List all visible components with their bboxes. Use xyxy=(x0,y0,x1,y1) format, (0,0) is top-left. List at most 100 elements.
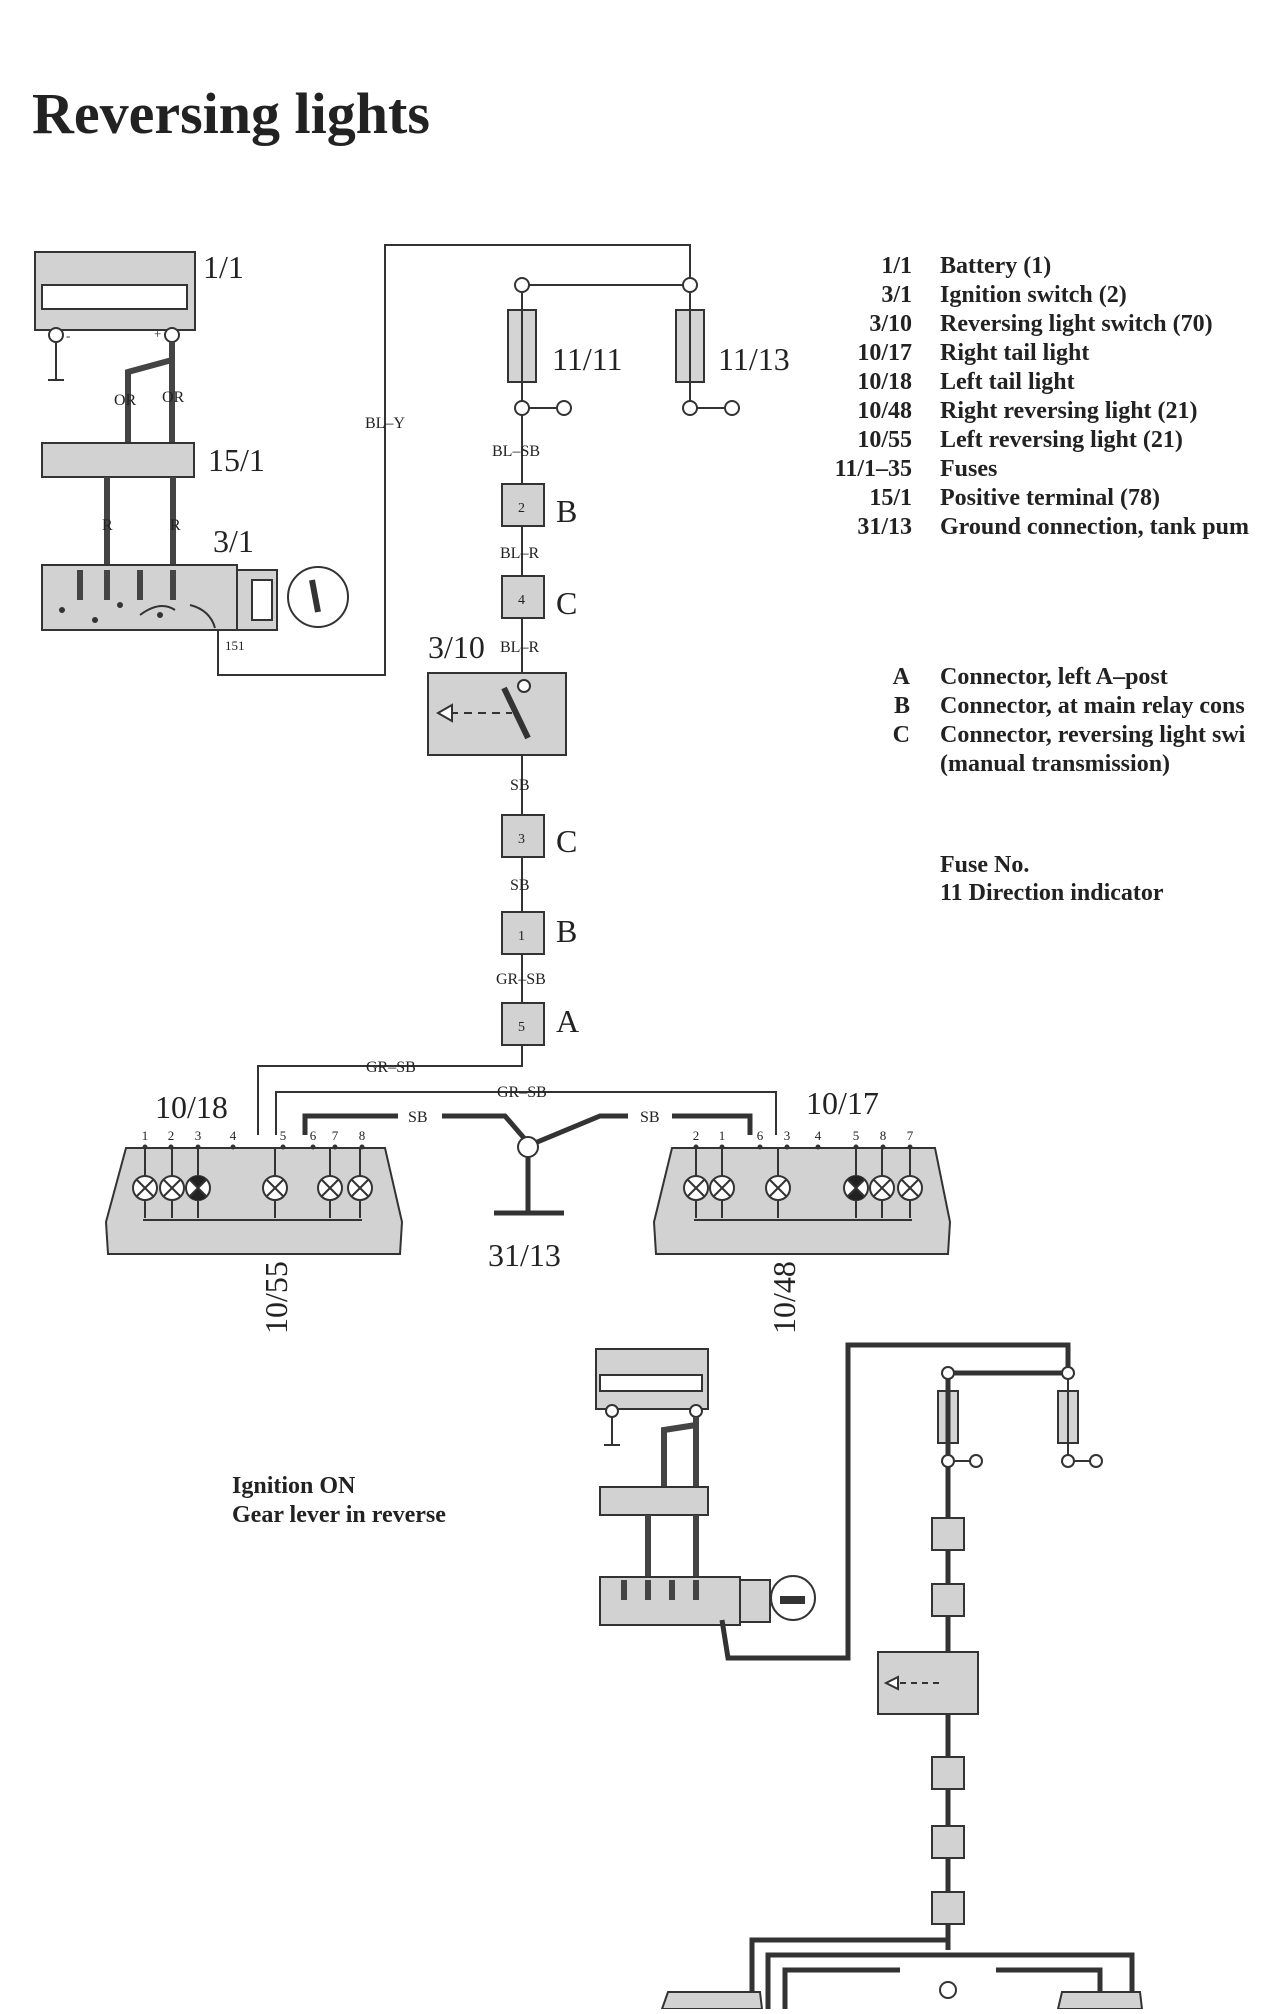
connector-c-4-pin: 4 xyxy=(518,593,525,608)
lamp-pin-label: 5 xyxy=(280,1128,287,1143)
connector-legend-desc: (manual transmission) xyxy=(940,751,1170,777)
legend-desc: Right tail light xyxy=(940,340,1089,366)
left-reversing-light-label: 10/55 xyxy=(258,1261,294,1334)
lamp-pin-label: 4 xyxy=(815,1128,822,1143)
svg-text:+: + xyxy=(154,326,161,341)
connector-a-5 xyxy=(501,1002,545,1046)
svg-text:-: - xyxy=(66,328,70,343)
connector-legend-code: A xyxy=(893,664,911,690)
wire-sb-2: SB xyxy=(510,877,530,894)
legend-code: 15/1 xyxy=(869,485,912,511)
positive-terminal xyxy=(41,442,195,478)
legend-code: 1/1 xyxy=(881,253,912,279)
wire-gr-sb-3: GR–SB xyxy=(497,1084,547,1101)
wire-sb-1: SB xyxy=(510,777,530,794)
wire-gr-sb-2: GR–SB xyxy=(366,1059,416,1076)
legend-desc: Left reversing light (21) xyxy=(940,427,1183,453)
wire-r-right: R xyxy=(170,517,181,534)
right-tail-light-label: 10/17 xyxy=(806,1085,879,1121)
ignition-switch-label: 3/1 xyxy=(213,523,254,559)
ground-node xyxy=(517,1136,539,1158)
legend-desc: Ground connection, tank pum xyxy=(940,514,1249,540)
lamp-pin-label: 1 xyxy=(719,1128,726,1143)
fuse-11-13 xyxy=(675,292,740,416)
legend-code: 3/1 xyxy=(881,282,912,308)
legend-desc: Right reversing light (21) xyxy=(940,398,1198,424)
legend-code: 10/55 xyxy=(857,427,912,453)
page-title: Reversing lights xyxy=(32,81,430,146)
lamp-pin-label: 6 xyxy=(757,1128,764,1143)
bulb-icon xyxy=(683,1175,709,1201)
bulb-icon xyxy=(317,1175,343,1201)
wire-bl-sb: BL–SB xyxy=(492,443,540,460)
lamp-pin-label: 2 xyxy=(168,1128,175,1143)
bulb-icon xyxy=(897,1175,923,1201)
fuse-note-heading: Fuse No. xyxy=(940,852,1029,878)
legend-code: 31/13 xyxy=(857,514,912,540)
lamp-pin-label: 7 xyxy=(907,1128,914,1143)
connector-legend-desc: Connector, left A–post xyxy=(940,664,1168,690)
bulb-icon xyxy=(709,1175,735,1201)
connector-b-1 xyxy=(501,911,545,955)
lamp-pin-label: 8 xyxy=(880,1128,887,1143)
bulb-icon xyxy=(132,1175,158,1201)
right-tail-light: 2 1 6 3 4 5 8 7 xyxy=(652,1128,952,1255)
bulb-icon xyxy=(347,1175,373,1201)
legend-code: 11/1–35 xyxy=(835,456,912,482)
lamp-pin-label: 3 xyxy=(195,1128,202,1143)
reversing-light-switch xyxy=(427,672,567,756)
lit-bulb-icon xyxy=(843,1175,869,1201)
connector-legend-code: B xyxy=(894,693,910,719)
wire-or-right: OR xyxy=(162,389,185,406)
bulb-icon xyxy=(262,1175,288,1201)
connector-c-3-pin: 3 xyxy=(518,832,525,847)
lamp-pin-label: 1 xyxy=(142,1128,149,1143)
fuse-11-11-label: 11/11 xyxy=(552,341,623,377)
reversing-switch-label: 3/10 xyxy=(428,629,485,665)
legend-desc: Left tail light xyxy=(940,369,1075,395)
legend-code: 10/17 xyxy=(857,340,912,366)
connector-a-5-letter: A xyxy=(556,1003,579,1039)
lamp-pin-label: 5 xyxy=(853,1128,860,1143)
bulb-icon xyxy=(159,1175,185,1201)
wire-bl-y: BL–Y xyxy=(365,415,405,432)
battery-label: 1/1 xyxy=(203,249,244,285)
connector-c-3 xyxy=(501,814,545,858)
battery: - + xyxy=(34,251,196,381)
condition-line-1: Ignition ON xyxy=(232,1473,356,1499)
connector-legend-code: C xyxy=(893,722,910,748)
bulb-icon xyxy=(869,1175,895,1201)
connector-legend-desc: Connector, reversing light swi xyxy=(940,722,1246,748)
fuse-11-13-label: 11/13 xyxy=(718,341,790,377)
lit-bulb-icon xyxy=(185,1175,211,1201)
lamp-pin-label: 4 xyxy=(230,1128,237,1143)
connector-c-4-letter: C xyxy=(556,585,577,621)
wire-bl-r-1: BL–R xyxy=(500,545,539,562)
right-reversing-light-label: 10/48 xyxy=(766,1261,802,1334)
legend-code: 10/48 xyxy=(857,398,912,424)
connector-b-1-pin: 1 xyxy=(518,929,525,944)
wire-bl-r-2: BL–R xyxy=(500,639,539,656)
connector-b-2-letter: B xyxy=(556,493,577,529)
connector-c-4 xyxy=(501,575,545,619)
lamp-pin-label: 2 xyxy=(693,1128,700,1143)
connector-a-5-pin: 5 xyxy=(518,1020,525,1035)
lamp-pin-label: 8 xyxy=(359,1128,366,1143)
lamp-pin-label: 3 xyxy=(784,1128,791,1143)
positive-terminal-label: 15/1 xyxy=(208,442,265,478)
legend-desc: Battery (1) xyxy=(940,253,1051,279)
wire-or-left: OR xyxy=(114,392,137,409)
wire-sb-right: SB xyxy=(640,1109,660,1126)
wire-gr-sb-1: GR–SB xyxy=(496,971,546,988)
connector-b-2-pin: 2 xyxy=(518,501,525,516)
connector-legend-desc: Connector, at main relay cons xyxy=(940,693,1245,719)
bulb-icon xyxy=(765,1175,791,1201)
wire-sb-left: SB xyxy=(408,1109,428,1126)
wire-r-left: R xyxy=(102,517,113,534)
legend-desc: Reversing light switch (70) xyxy=(940,311,1213,337)
